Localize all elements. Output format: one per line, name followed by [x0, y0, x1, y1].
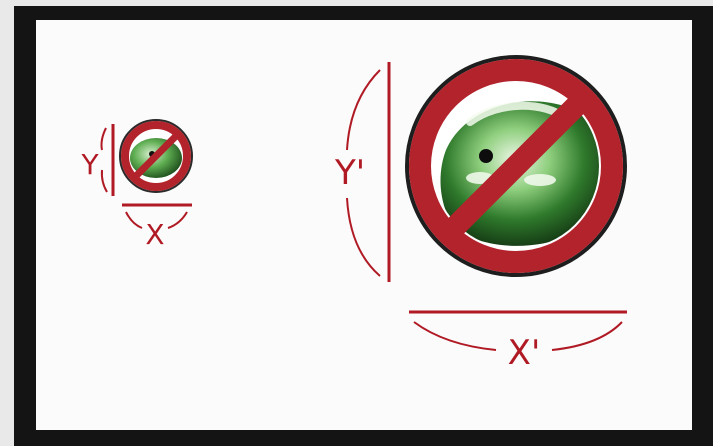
large-x-arc-right: [552, 322, 622, 350]
small-y-label: Y: [80, 148, 99, 181]
large-x-label: X': [508, 333, 541, 373]
large-creature-left-eye: [479, 149, 493, 163]
small-x-arc-right: [168, 212, 187, 228]
large-y-arc-top: [347, 70, 380, 150]
small-y-dimension: Y: [80, 124, 113, 196]
large-y-label: Y': [334, 153, 365, 193]
small-y-arc-bottom: [102, 170, 107, 192]
large-creature-right-cheek: [524, 174, 556, 186]
large-x-arc-left: [414, 322, 496, 350]
large-x-dimension: X': [409, 312, 627, 373]
large-y-arc-bottom: [347, 198, 380, 276]
small-prohibition-icon: [120, 120, 192, 192]
small-x-arc-left: [126, 212, 142, 228]
small-x-dimension: X: [122, 205, 192, 251]
large-prohibition-icon: [407, 57, 625, 275]
small-x-label: X: [145, 218, 164, 251]
large-y-dimension: Y': [334, 62, 389, 282]
small-y-arc-top: [102, 128, 107, 150]
